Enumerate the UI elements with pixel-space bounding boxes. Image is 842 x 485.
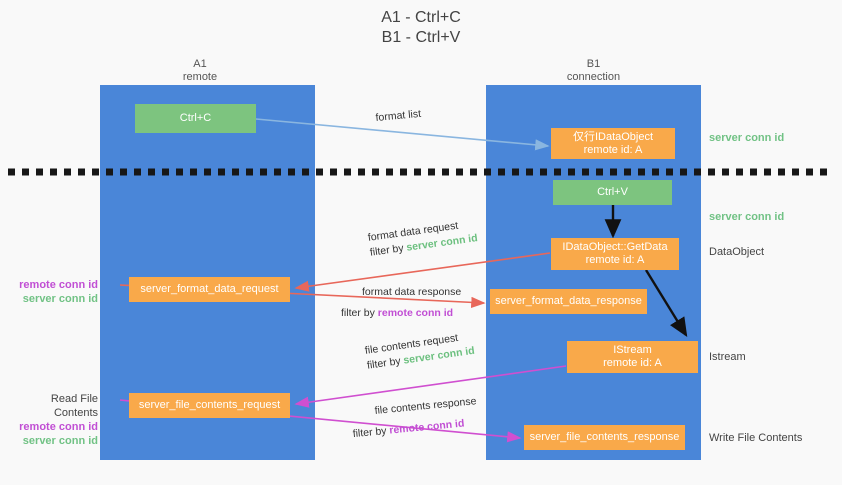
right-label-istream: Istream [709,350,746,364]
column-a1-name: A1 [193,58,207,70]
box-server-format-data-response[interactable]: server_format_data_response [490,289,647,314]
left-label-server-conn-id-1: server conn id [22,293,98,305]
left-label-remote-conn-id-2: remote conn id [19,421,98,433]
right-label-server-conn-id-1-text: server conn id [709,132,785,144]
left-label-remote-conn-id-1: remote conn id [19,279,98,291]
right-label-server-conn-id-2: server conn id [709,210,784,224]
annotation-fcres-filter-prefix: filter by [352,424,390,441]
box-ctrl-c[interactable]: Ctrl+C [135,104,256,133]
annotation-format-data-request: format data request filter by server con… [367,216,479,260]
box-server-format-data-request[interactable]: server_format_data_request [129,277,290,302]
annotation-format-data-response: format data response filter by remote co… [341,285,462,321]
diagram-title: A1 - Ctrl+C B1 - Ctrl+V [0,8,842,48]
column-a1-role: remote [182,71,218,83]
annotation-format-list-text: format list [375,107,422,124]
column-header-b1: B1 connection [486,58,701,84]
annotation-fcres-filter-value: remote conn id [388,417,465,437]
annotation-fdreq-filter-prefix: filter by [369,241,408,259]
title-line-1: A1 - Ctrl+C [381,9,461,26]
right-label-dataobject: DataObject [709,245,764,259]
annotation-format-data-response-filter: filter by remote conn id [341,306,461,321]
annotation-file-contents-response-title: file contents response [374,395,477,417]
annotation-format-list: format list [375,107,422,126]
left-label-read-file-contents-group: Read File Contents remote conn id server… [8,392,98,448]
right-label-server-conn-id-2-text: server conn id [709,211,785,223]
annotation-fcreq-filter-prefix: filter by [366,354,405,372]
annotation-file-contents-response-filter: filter by remote conn id [352,415,479,442]
right-label-istream-text: Istream [709,351,746,363]
left-label-server-conn-id-2: server conn id [22,435,98,447]
left-label-read-file-contents: Read File Contents [50,393,98,419]
box-idataobject-top[interactable]: 仅行IDataObject remote id: A [551,128,675,159]
right-label-dataobject-text: DataObject [709,246,765,258]
annotation-file-contents-response: file contents response filter by remote … [352,394,479,440]
column-b1-role: connection [566,71,621,83]
right-label-server-conn-id-1: server conn id [709,131,784,145]
column-b1-name: B1 [586,58,601,70]
title-line-2: B1 - Ctrl+V [381,29,461,46]
left-label-conn-ids-1: remote conn id server conn id [10,278,98,306]
box-ctrl-v[interactable]: Ctrl+V [553,180,672,205]
annotation-format-data-response-title: format data response [362,286,462,298]
box-idataobject-getdata[interactable]: IDataObject::GetData remote id: A [551,238,679,270]
right-label-write-file-contents-text: Write File Contents [709,432,803,444]
right-label-write-file-contents: Write File Contents [709,431,802,445]
column-header-a1: A1 remote [100,58,300,84]
box-server-file-contents-request[interactable]: server_file_contents_request [129,393,290,418]
box-server-file-contents-response[interactable]: server_file_contents_response [524,425,685,450]
box-istream[interactable]: IStream remote id: A [567,341,698,373]
annotation-file-contents-request: file contents request filter by server c… [364,329,476,374]
annotation-fdres-filter-prefix: filter by [341,307,378,319]
annotation-fdres-filter-value: remote conn id [377,307,454,319]
